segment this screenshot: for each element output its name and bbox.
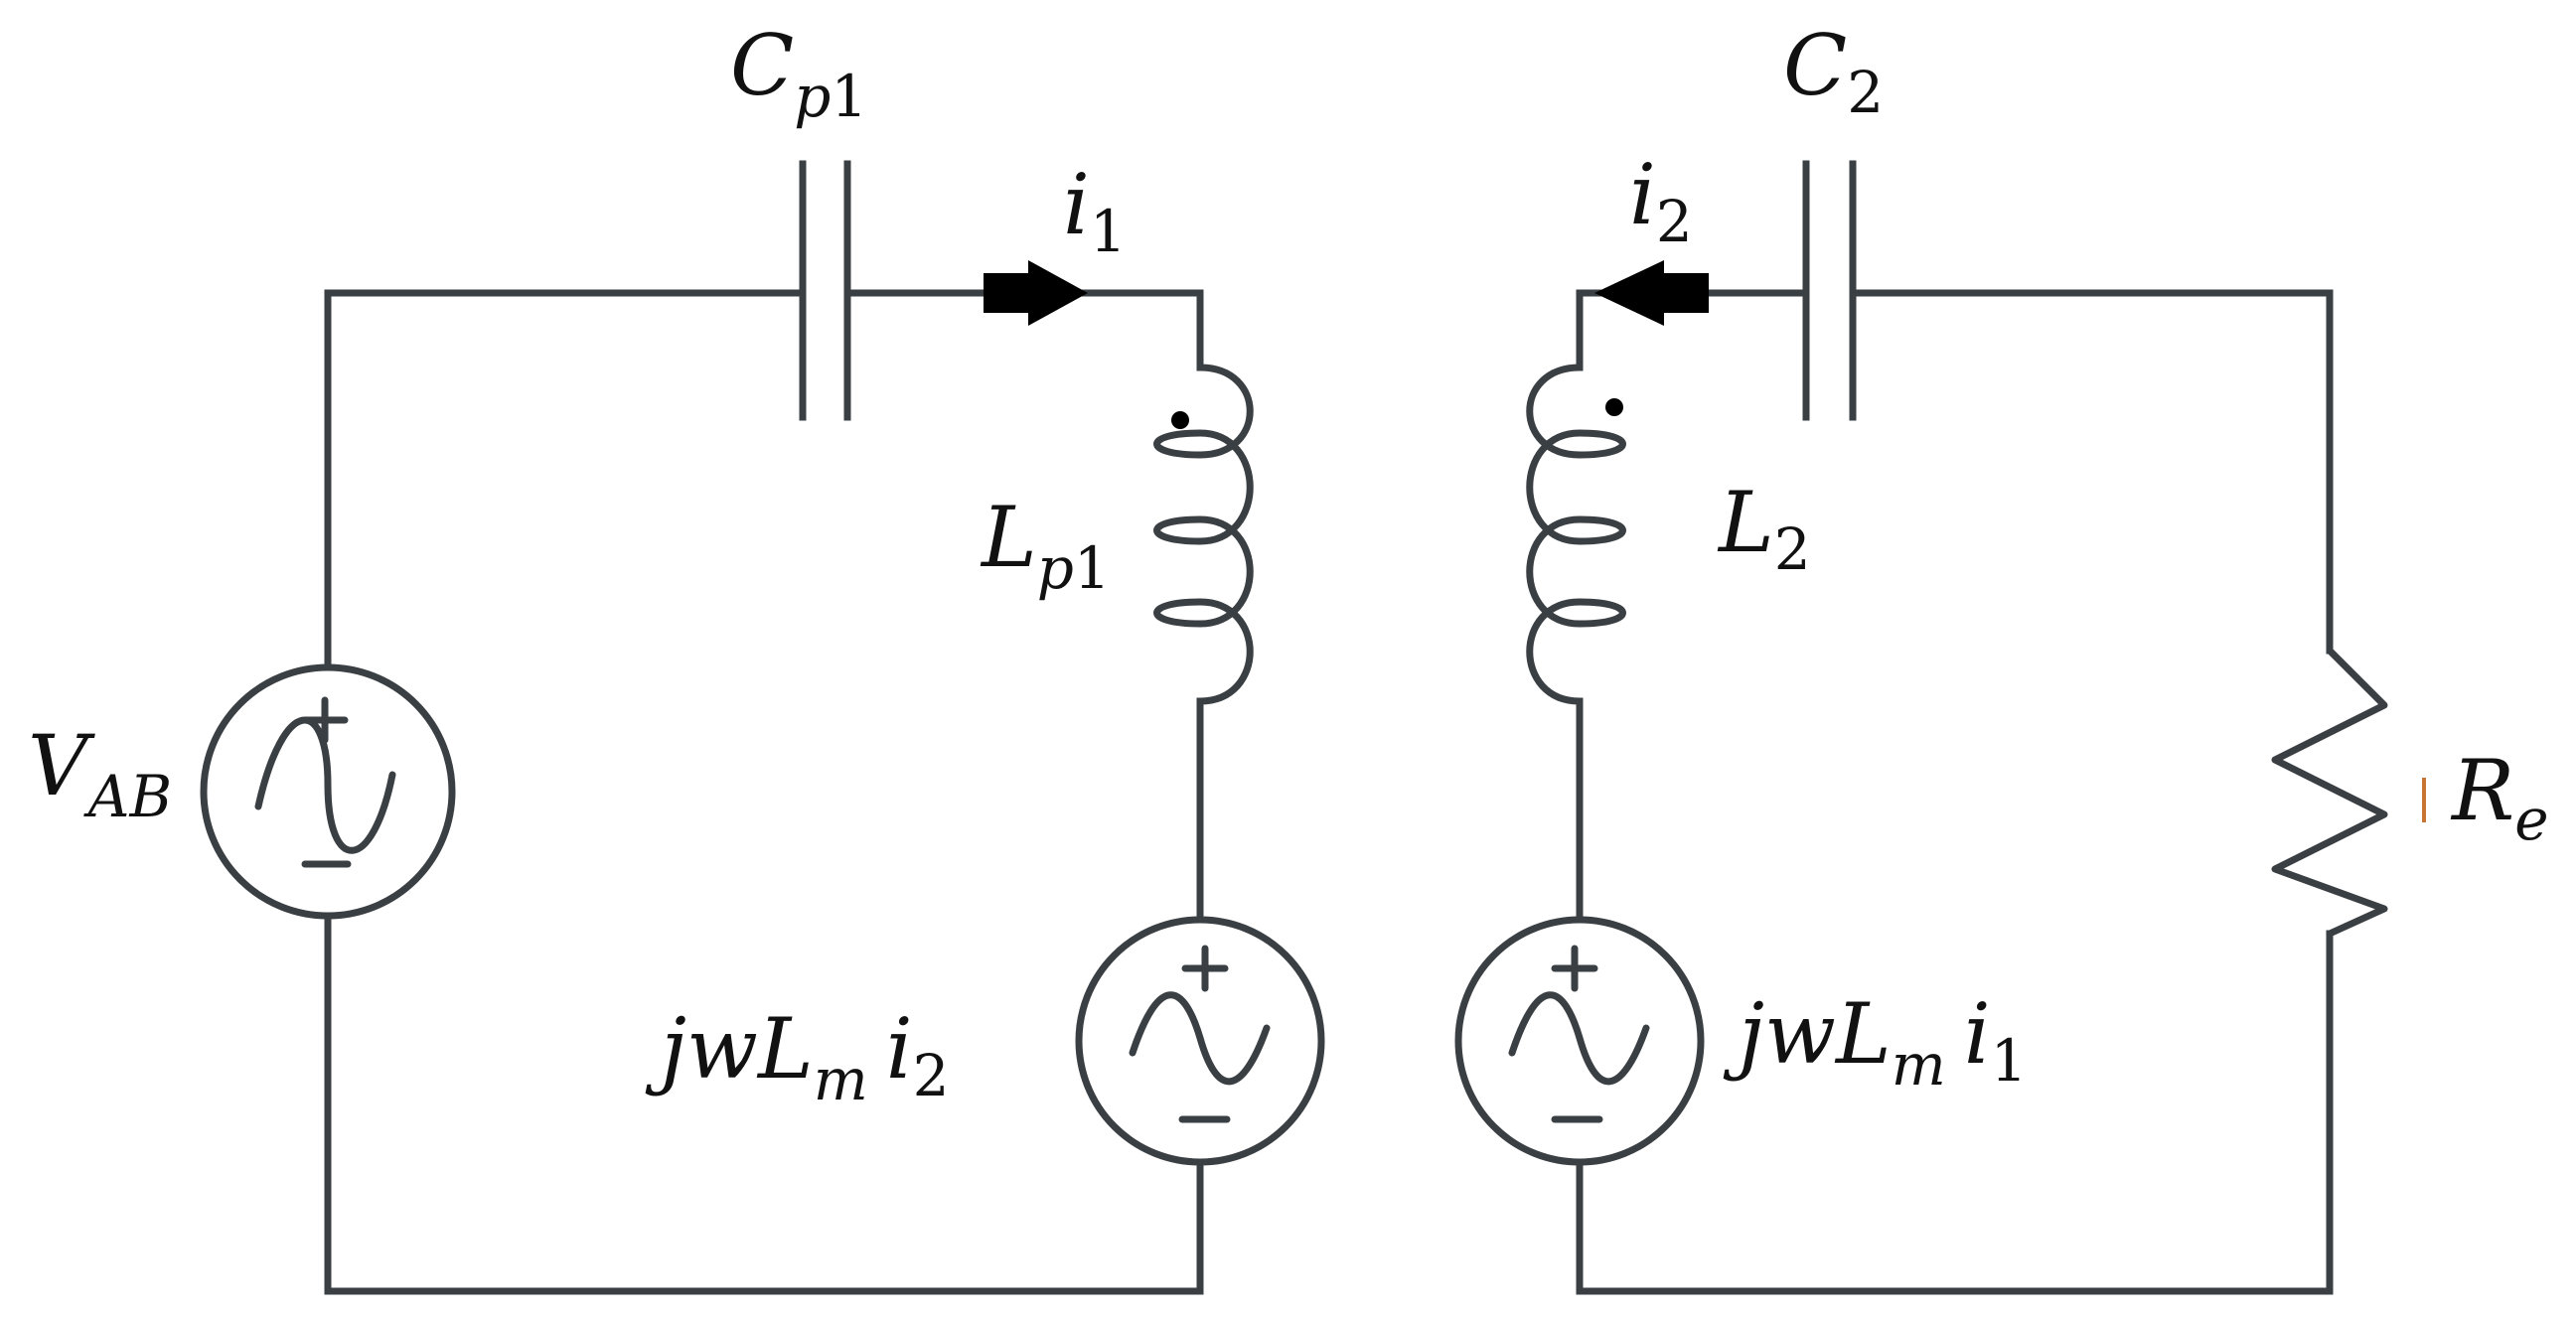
voltage-source-vab	[200, 663, 456, 920]
current-arrow-i1	[984, 260, 1088, 326]
primary-loop	[200, 160, 1325, 1295]
wire-cp1-to-lp1	[843, 289, 1204, 371]
label-i2: i2	[1629, 146, 1693, 255]
current-arrow-i2	[1594, 260, 1709, 326]
polarity-dot-lp1	[1171, 411, 1189, 429]
inductor-lp1	[1153, 364, 1254, 705]
wire-right-top	[1576, 289, 1810, 371]
label-i1: i1	[1063, 156, 1127, 265]
polarity-dot-l2	[1605, 398, 1623, 416]
label-l2: L2	[1717, 474, 1811, 583]
wire-resistor-bottom	[1576, 930, 2334, 1295]
resistor-re	[2271, 647, 2388, 938]
label-re: Re	[2450, 742, 2549, 853]
wire-left-top	[324, 289, 807, 669]
secondary-loop	[1454, 160, 2426, 1295]
inductor-l2	[1526, 364, 1626, 705]
label-c2: C2	[1783, 17, 1884, 126]
label-lp1: Lp1	[980, 489, 1111, 602]
wire-left-bottom	[324, 915, 1204, 1295]
controlled-source-left	[1075, 916, 1325, 1166]
label-vab: VAB	[28, 717, 172, 830]
label-cp1: Cp1	[730, 17, 867, 130]
wire-c2-to-resistor	[1849, 289, 2334, 655]
controlled-source-right	[1454, 916, 1705, 1166]
